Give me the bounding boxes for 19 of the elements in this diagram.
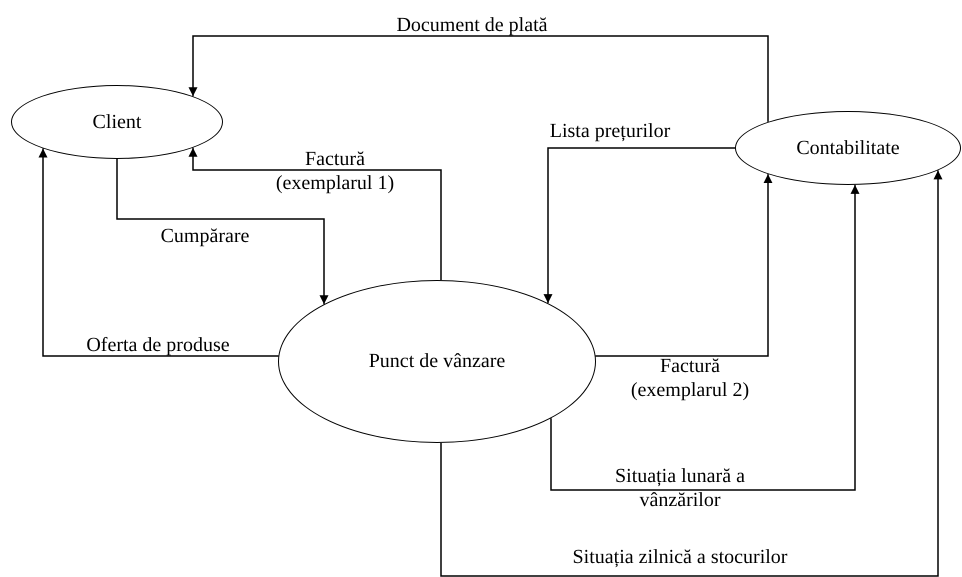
node-label: Client (92, 110, 142, 134)
edge-label: Situația lunară a vânzărilor (614, 464, 746, 512)
edge-label: Factură (exemplarul 2) (630, 354, 750, 402)
node-label: Punct de vânzare (368, 349, 506, 374)
arrow (188, 35, 769, 122)
arrow (544, 147, 735, 304)
arrow (188, 148, 442, 280)
arrow (38, 148, 278, 357)
edge-label: Lista prețurilor (548, 119, 672, 143)
arrow (596, 174, 772, 357)
edge-label: Cumpărare (160, 224, 250, 248)
arrow (550, 184, 860, 491)
edge-label: Oferta de produse (85, 333, 231, 357)
edge-label: Document de plată (395, 13, 549, 37)
arrow (116, 159, 328, 304)
arrow (440, 170, 942, 577)
node-label: Contabilitate (796, 136, 900, 160)
edge-label: Factură (exemplarul 1) (274, 147, 396, 195)
edge-label: Situația zilnică a stocurilor (572, 545, 788, 569)
